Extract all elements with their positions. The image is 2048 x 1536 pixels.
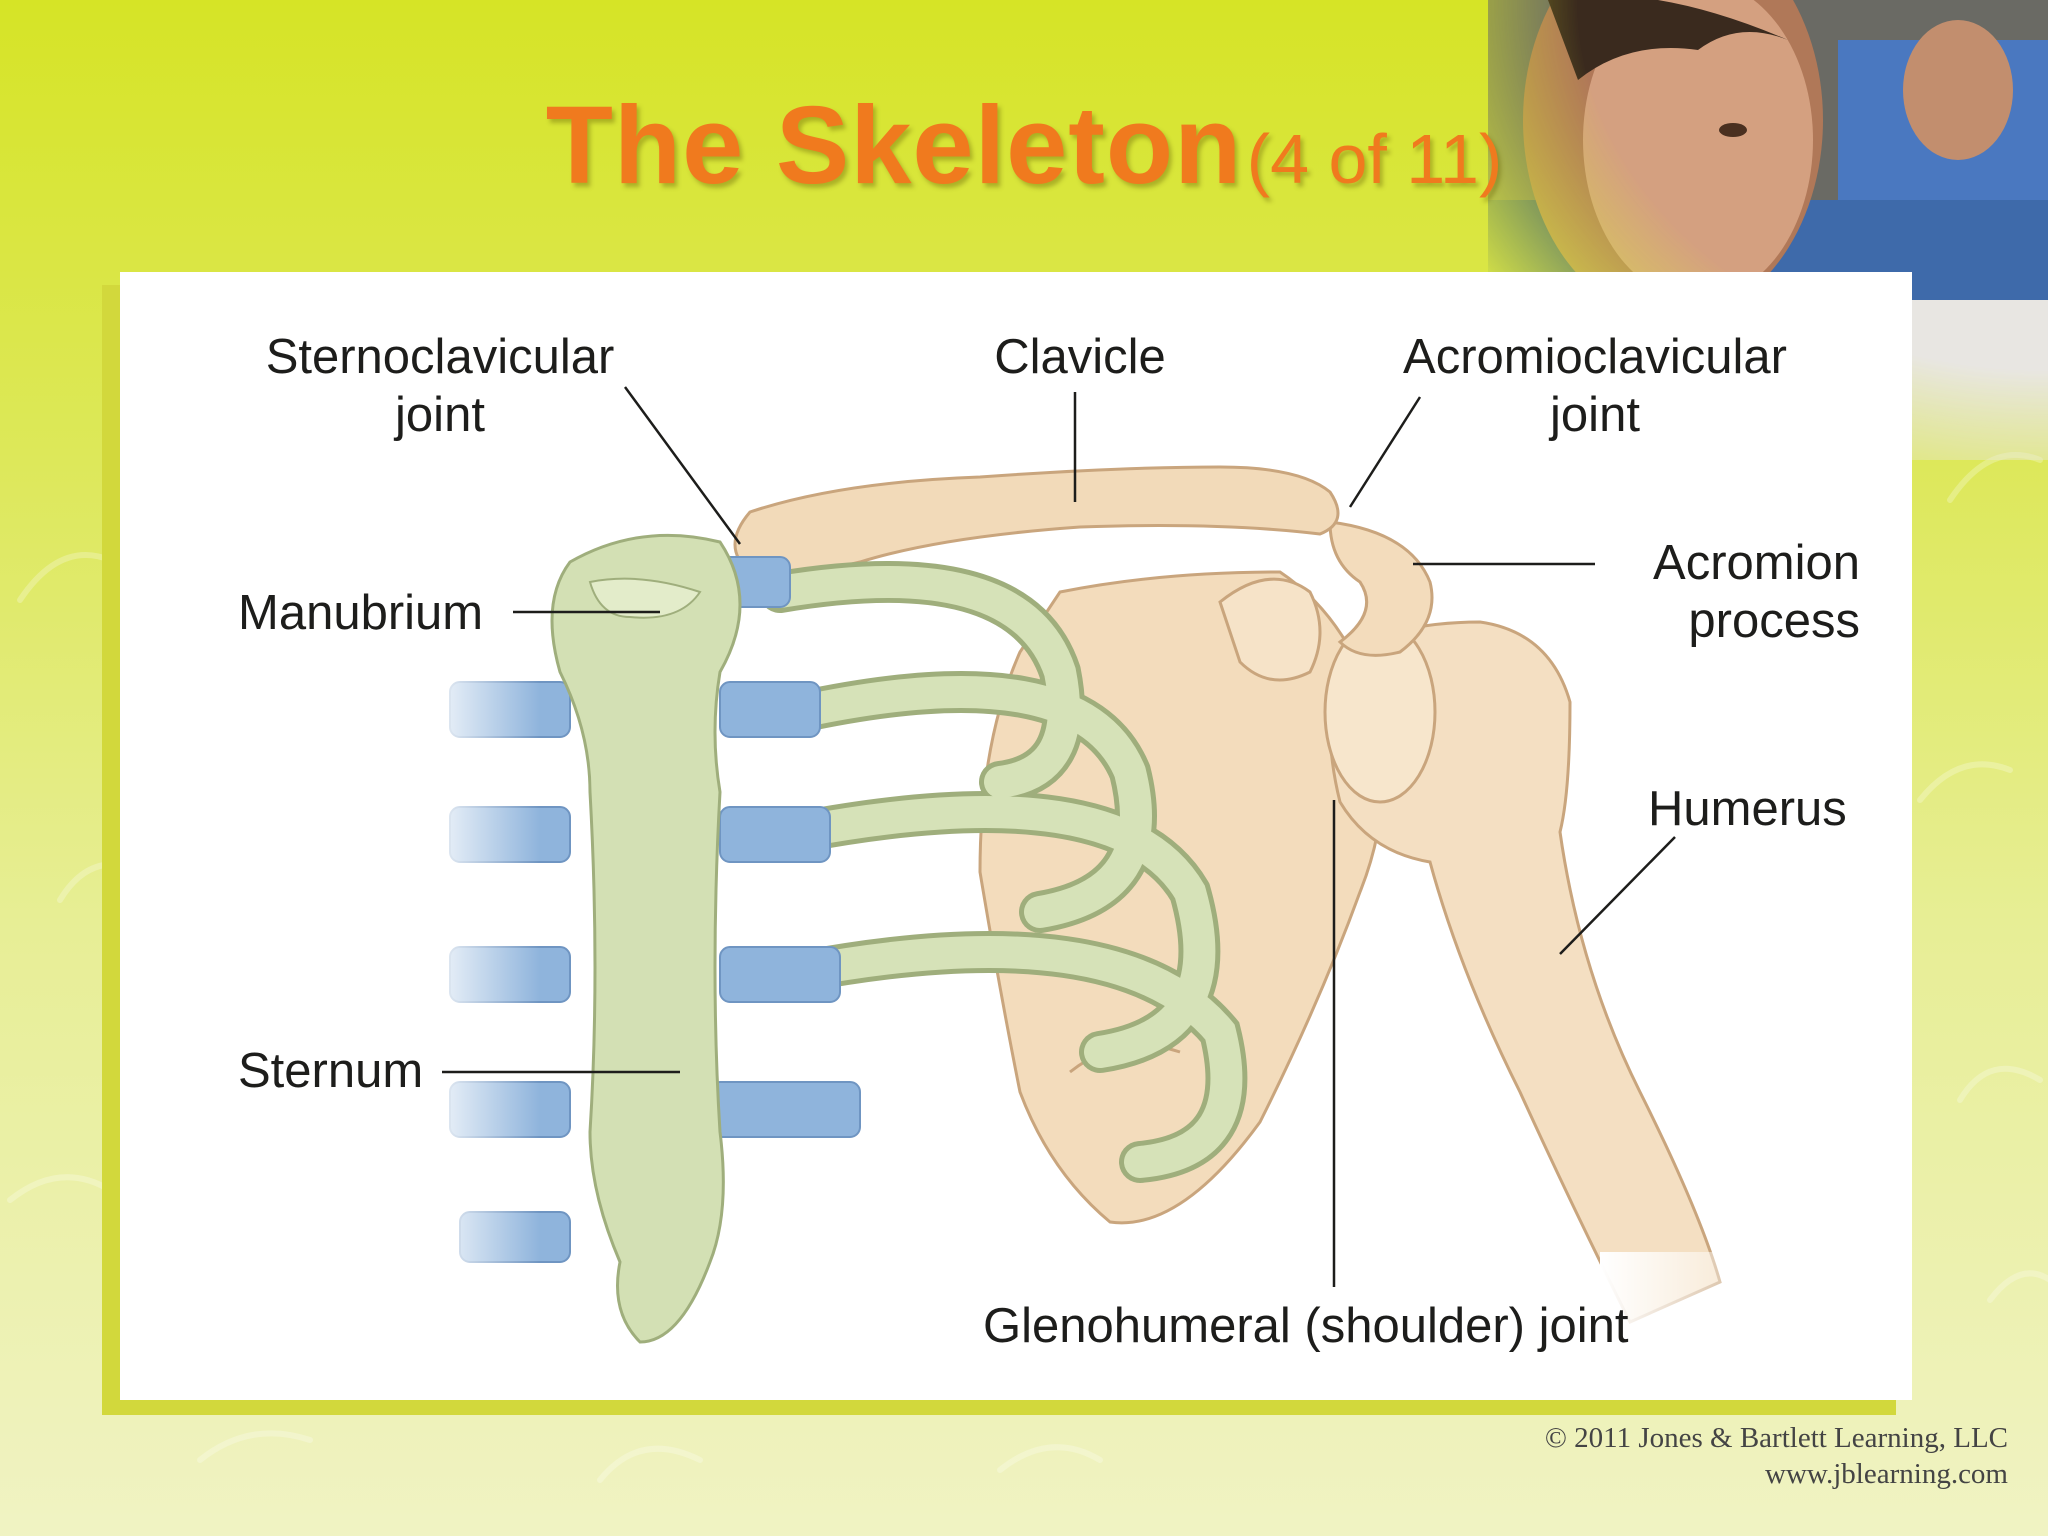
ribs: [759, 561, 1248, 1183]
label-manubrium: Manubrium: [238, 586, 484, 640]
label-acromioclavicular-joint: Acromioclavicular joint: [1403, 330, 1787, 442]
label-glenohumeral-joint: Glenohumeral (shoulder) joint: [983, 1299, 1629, 1353]
slide-title-main: The Skeleton: [545, 84, 1243, 207]
anatomy-diagram-panel: Sternoclavicular joint Clavicle Acromioc…: [120, 272, 1912, 1400]
label-sternum: Sternum: [238, 1044, 424, 1098]
label-clavicle: Clavicle: [994, 330, 1166, 384]
slide-title: The Skeleton (4 of 11): [0, 82, 2048, 209]
sternum-bone: [550, 533, 742, 1344]
copyright-notice: © 2011 Jones & Bartlett Learning, LLC ww…: [1545, 1420, 2008, 1492]
humerus-bone: [1323, 620, 1800, 1400]
copyright-text: © 2011 Jones & Bartlett Learning, LLC: [1544, 1422, 2008, 1454]
clavicle-bone: [733, 465, 1340, 577]
label-sternoclavicular-joint: Sternoclavicular joint: [265, 330, 615, 442]
shoulder-skeleton-illustration: [420, 386, 1800, 1400]
paramedic-photo: [1488, 0, 2048, 460]
slide-title-sub: (4 of 11): [1246, 120, 1503, 198]
leader-lines: [442, 386, 1676, 1287]
website-text: www.jblearning.com: [1765, 1458, 2008, 1490]
label-humerus: Humerus: [1648, 782, 1847, 836]
acromion-bone: [1328, 520, 1434, 657]
label-acromion-process: Acromion process: [1653, 536, 1860, 648]
